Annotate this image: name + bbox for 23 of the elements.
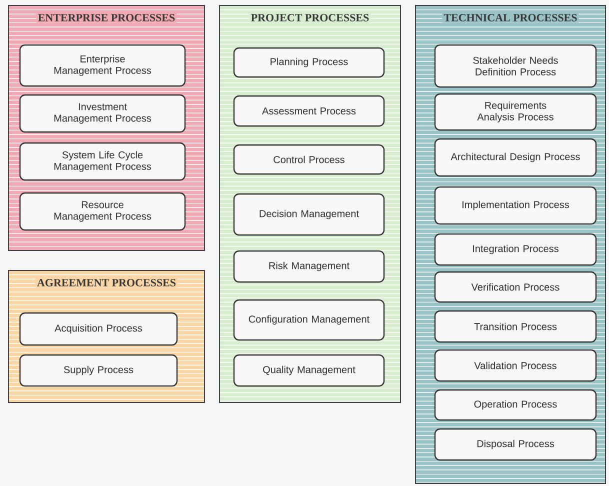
process-box: Supply Process: [19, 354, 178, 387]
process-box: Investment Management Process: [19, 94, 186, 133]
process-box: Validation Process: [434, 349, 597, 382]
process-box: Acquisition Process: [19, 312, 178, 346]
process-box: Operation Process: [434, 389, 597, 421]
process-box: Configuration Management: [233, 299, 385, 341]
process-box: Resource Management Process: [19, 192, 186, 231]
process-box: Risk Management: [233, 250, 385, 283]
process-box: Disposal Process: [434, 428, 597, 461]
process-box: Assessment Process: [233, 95, 385, 127]
process-box: Planning Process: [233, 47, 385, 78]
process-box: Enterprise Management Process: [19, 44, 186, 87]
process-box: Verification Process: [434, 271, 597, 303]
process-box: System Life Cycle Management Process: [19, 142, 186, 181]
process-box: Architectural Design Process: [434, 138, 597, 177]
process-box: Decision Management: [233, 193, 385, 236]
process-box: Quality Management: [233, 354, 385, 387]
process-box: Integration Process: [434, 233, 597, 266]
process-box: Transition Process: [434, 310, 597, 343]
process-box: Stakeholder Needs Definition Process: [434, 44, 597, 88]
process-box: Control Process: [233, 144, 385, 175]
process-box: Implementation Process: [434, 186, 597, 225]
process-box: Requirements Analysis Process: [434, 93, 597, 131]
